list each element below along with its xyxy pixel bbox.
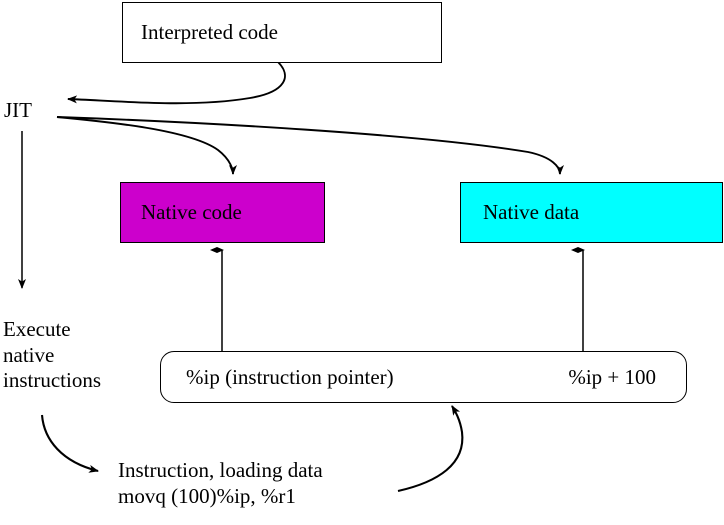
box-interpreted-code[interactable]: Interpreted code	[122, 2, 442, 63]
arrow-jit-to-native-code	[56, 116, 237, 175]
box-native-code-label: Native code	[141, 200, 242, 224]
box-native-data-label: Native data	[483, 200, 580, 224]
instruction-pointer-label: %ip (instruction pointer)	[186, 364, 394, 389]
arrow-execute-to-instruction	[40, 414, 99, 473]
label-execute-native-instructions: Execute native instructions	[3, 317, 101, 393]
label-instruction-loading-data: Instruction, loading data movq (100)%ip,…	[118, 458, 323, 508]
label-jit: JIT	[4, 98, 32, 122]
box-interpreted-code-label: Interpreted code	[141, 20, 279, 44]
box-instruction-pointer[interactable]: %ip (instruction pointer) %ip + 100	[160, 351, 687, 403]
arrow-interpreted-to-jit	[67, 61, 286, 105]
arrow-instruction-to-ip-box	[397, 405, 464, 493]
box-native-data[interactable]: Native data	[460, 182, 723, 243]
box-native-code[interactable]: Native code	[120, 182, 325, 243]
instruction-pointer-offset-label: %ip + 100	[568, 364, 656, 389]
arrow-jit-to-native-data	[56, 116, 564, 175]
